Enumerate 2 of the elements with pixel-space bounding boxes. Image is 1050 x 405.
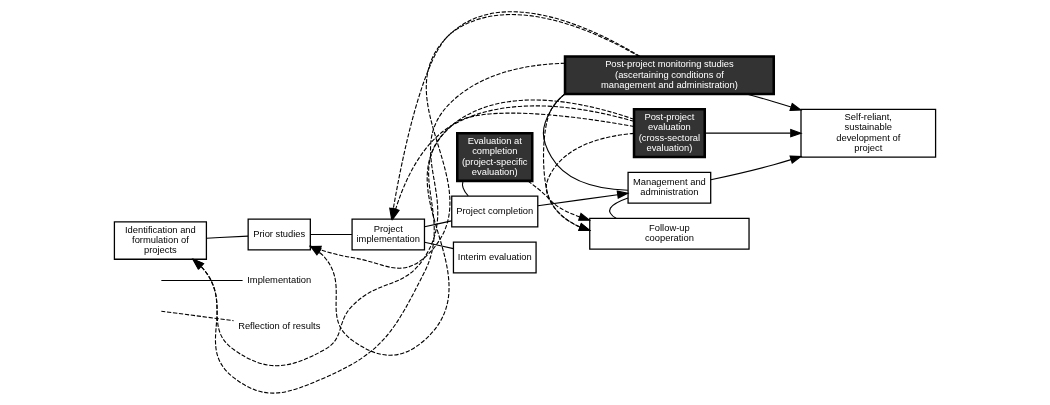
legend-label: Reflection of results xyxy=(238,320,321,331)
legend-label: Implementation xyxy=(247,274,312,285)
